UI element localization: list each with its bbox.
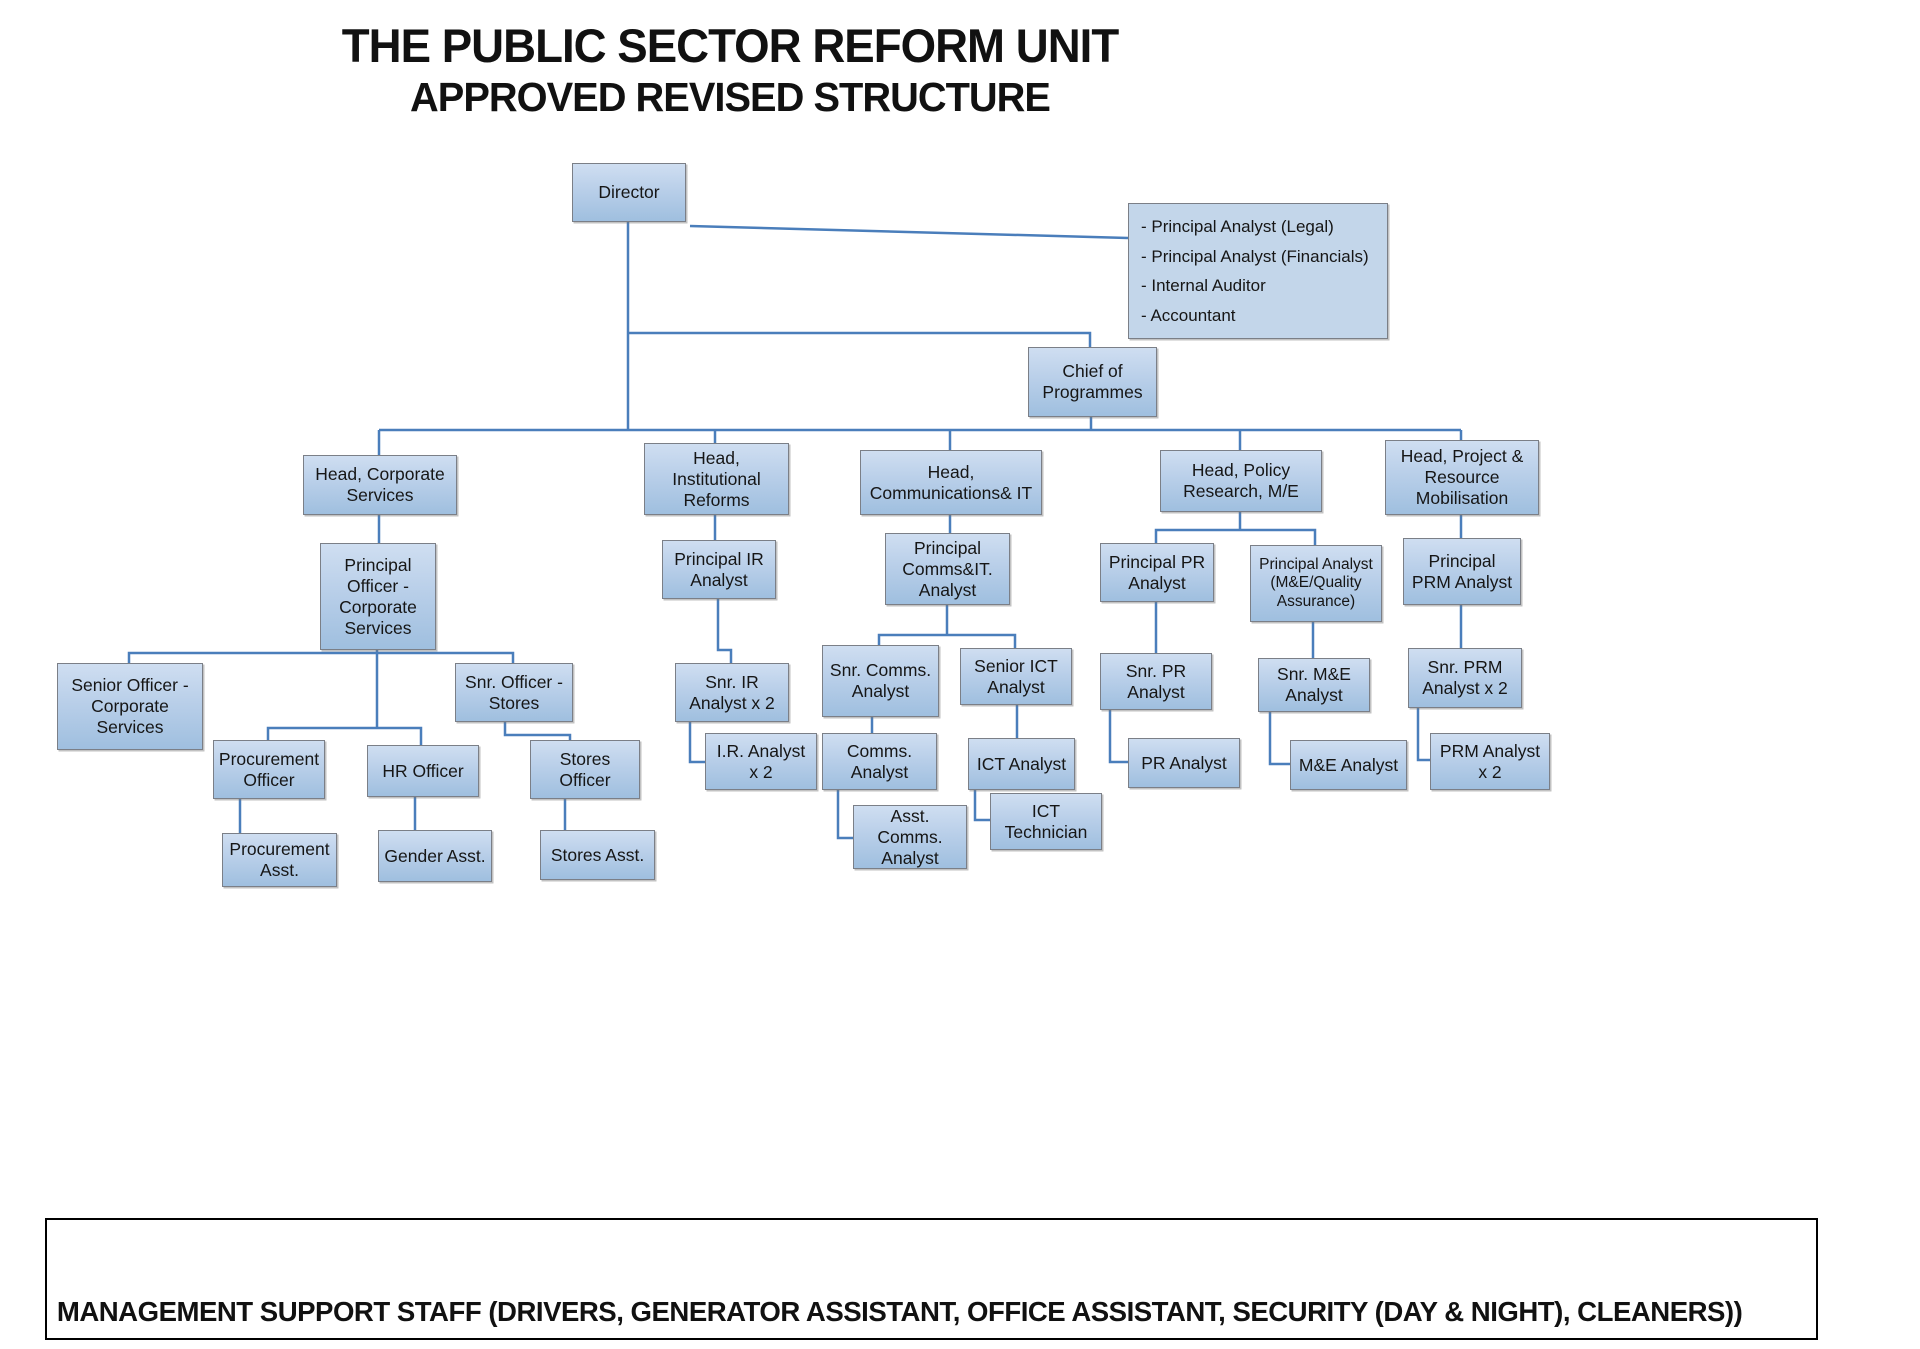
node-pr-analyst: PR Analyst bbox=[1128, 738, 1240, 788]
connector bbox=[973, 788, 990, 822]
connector bbox=[503, 720, 572, 740]
attached-roles-box: - Principal Analyst (Legal) - Principal … bbox=[1128, 203, 1388, 339]
page-subtitle: APPROVED REVISED STRUCTURE bbox=[410, 74, 1051, 120]
connector bbox=[127, 651, 515, 663]
connector bbox=[1154, 528, 1317, 545]
connector bbox=[1416, 706, 1430, 762]
management-support-staff-banner: MANAGEMENT SUPPORT STAFF (DRIVERS, GENER… bbox=[45, 1218, 1818, 1340]
node-prm-analyst: PRM Analyst x 2 bbox=[1430, 733, 1550, 790]
node-principal-analyst-me-qa: Principal Analyst (M&E/Quality Assurance… bbox=[1250, 545, 1382, 622]
node-senior-ict-analyst: Senior ICT Analyst bbox=[960, 648, 1072, 705]
node-stores-officer: Stores Officer bbox=[530, 740, 640, 799]
connector bbox=[877, 633, 1017, 648]
node-procurement-asst: Procurement Asst. bbox=[222, 833, 337, 887]
node-head-policy-research-me: Head, Policy Research, M/E bbox=[1160, 450, 1322, 512]
node-snr-comms-analyst: Snr. Comms. Analyst bbox=[822, 645, 939, 717]
node-ict-analyst: ICT Analyst bbox=[968, 738, 1075, 790]
node-ict-technician: ICT Technician bbox=[990, 793, 1102, 850]
node-principal-comms-it-analyst: Principal Comms&IT. Analyst bbox=[885, 533, 1010, 605]
management-support-staff-text: MANAGEMENT SUPPORT STAFF (DRIVERS, GENER… bbox=[56, 1296, 1743, 1327]
connector bbox=[266, 726, 423, 745]
attached-role-item: - Principal Analyst (Legal) bbox=[1141, 217, 1334, 237]
connector bbox=[1108, 708, 1128, 764]
node-stores-asst: Stores Asst. bbox=[540, 830, 655, 880]
node-hr-officer: HR Officer bbox=[367, 745, 479, 797]
node-head-institutional-reforms: Head, Institutional Reforms bbox=[644, 443, 789, 515]
node-ir-analyst: I.R. Analyst x 2 bbox=[705, 733, 817, 790]
node-principal-prm-analyst: Principal PRM Analyst bbox=[1403, 538, 1521, 605]
node-procurement-officer: Procurement Officer bbox=[213, 740, 325, 799]
node-snr-pr-analyst: Snr. PR Analyst bbox=[1100, 653, 1212, 710]
node-director: Director bbox=[572, 163, 686, 222]
connector bbox=[836, 788, 853, 840]
node-senior-officer-corporate-services: Senior Officer - Corporate Services bbox=[57, 663, 203, 750]
attached-role-item: - Internal Auditor bbox=[1141, 276, 1266, 296]
connector bbox=[628, 331, 1092, 347]
node-snr-me-analyst: Snr. M&E Analyst bbox=[1258, 658, 1370, 712]
attached-role-item: - Accountant bbox=[1141, 305, 1236, 325]
node-head-communications-it: Head, Communications& IT bbox=[860, 450, 1042, 515]
node-head-corporate-services: Head, Corporate Services bbox=[303, 455, 457, 515]
connector bbox=[689, 224, 1129, 240]
node-gender-asst: Gender Asst. bbox=[378, 830, 492, 882]
connector bbox=[716, 597, 733, 663]
node-snr-ir-analyst: Snr. IR Analyst x 2 bbox=[675, 663, 789, 722]
node-comms-analyst: Comms. Analyst bbox=[822, 733, 937, 790]
node-snr-officer-stores: Snr. Officer - Stores bbox=[455, 663, 573, 722]
node-snr-prm-analyst: Snr. PRM Analyst x 2 bbox=[1408, 648, 1522, 708]
node-principal-ir-analyst: Principal IR Analyst bbox=[662, 540, 776, 599]
node-principal-pr-analyst: Principal PR Analyst bbox=[1100, 543, 1214, 602]
connector bbox=[688, 720, 705, 764]
node-me-analyst: M&E Analyst bbox=[1290, 740, 1407, 790]
node-head-project-resource-mobilisation: Head, Project & Resource Mobilisation bbox=[1385, 440, 1539, 515]
attached-role-item: - Principal Analyst (Financials) bbox=[1141, 246, 1369, 266]
node-chief-of-programmes: Chief of Programmes bbox=[1028, 347, 1157, 417]
page-title: THE PUBLIC SECTOR REFORM UNIT bbox=[341, 19, 1119, 72]
node-principal-officer-corporate-services: Principal Officer - Corporate Services bbox=[320, 543, 436, 650]
node-asst-comms-analyst: Asst. Comms. Analyst bbox=[853, 805, 967, 869]
connector bbox=[1268, 710, 1290, 766]
